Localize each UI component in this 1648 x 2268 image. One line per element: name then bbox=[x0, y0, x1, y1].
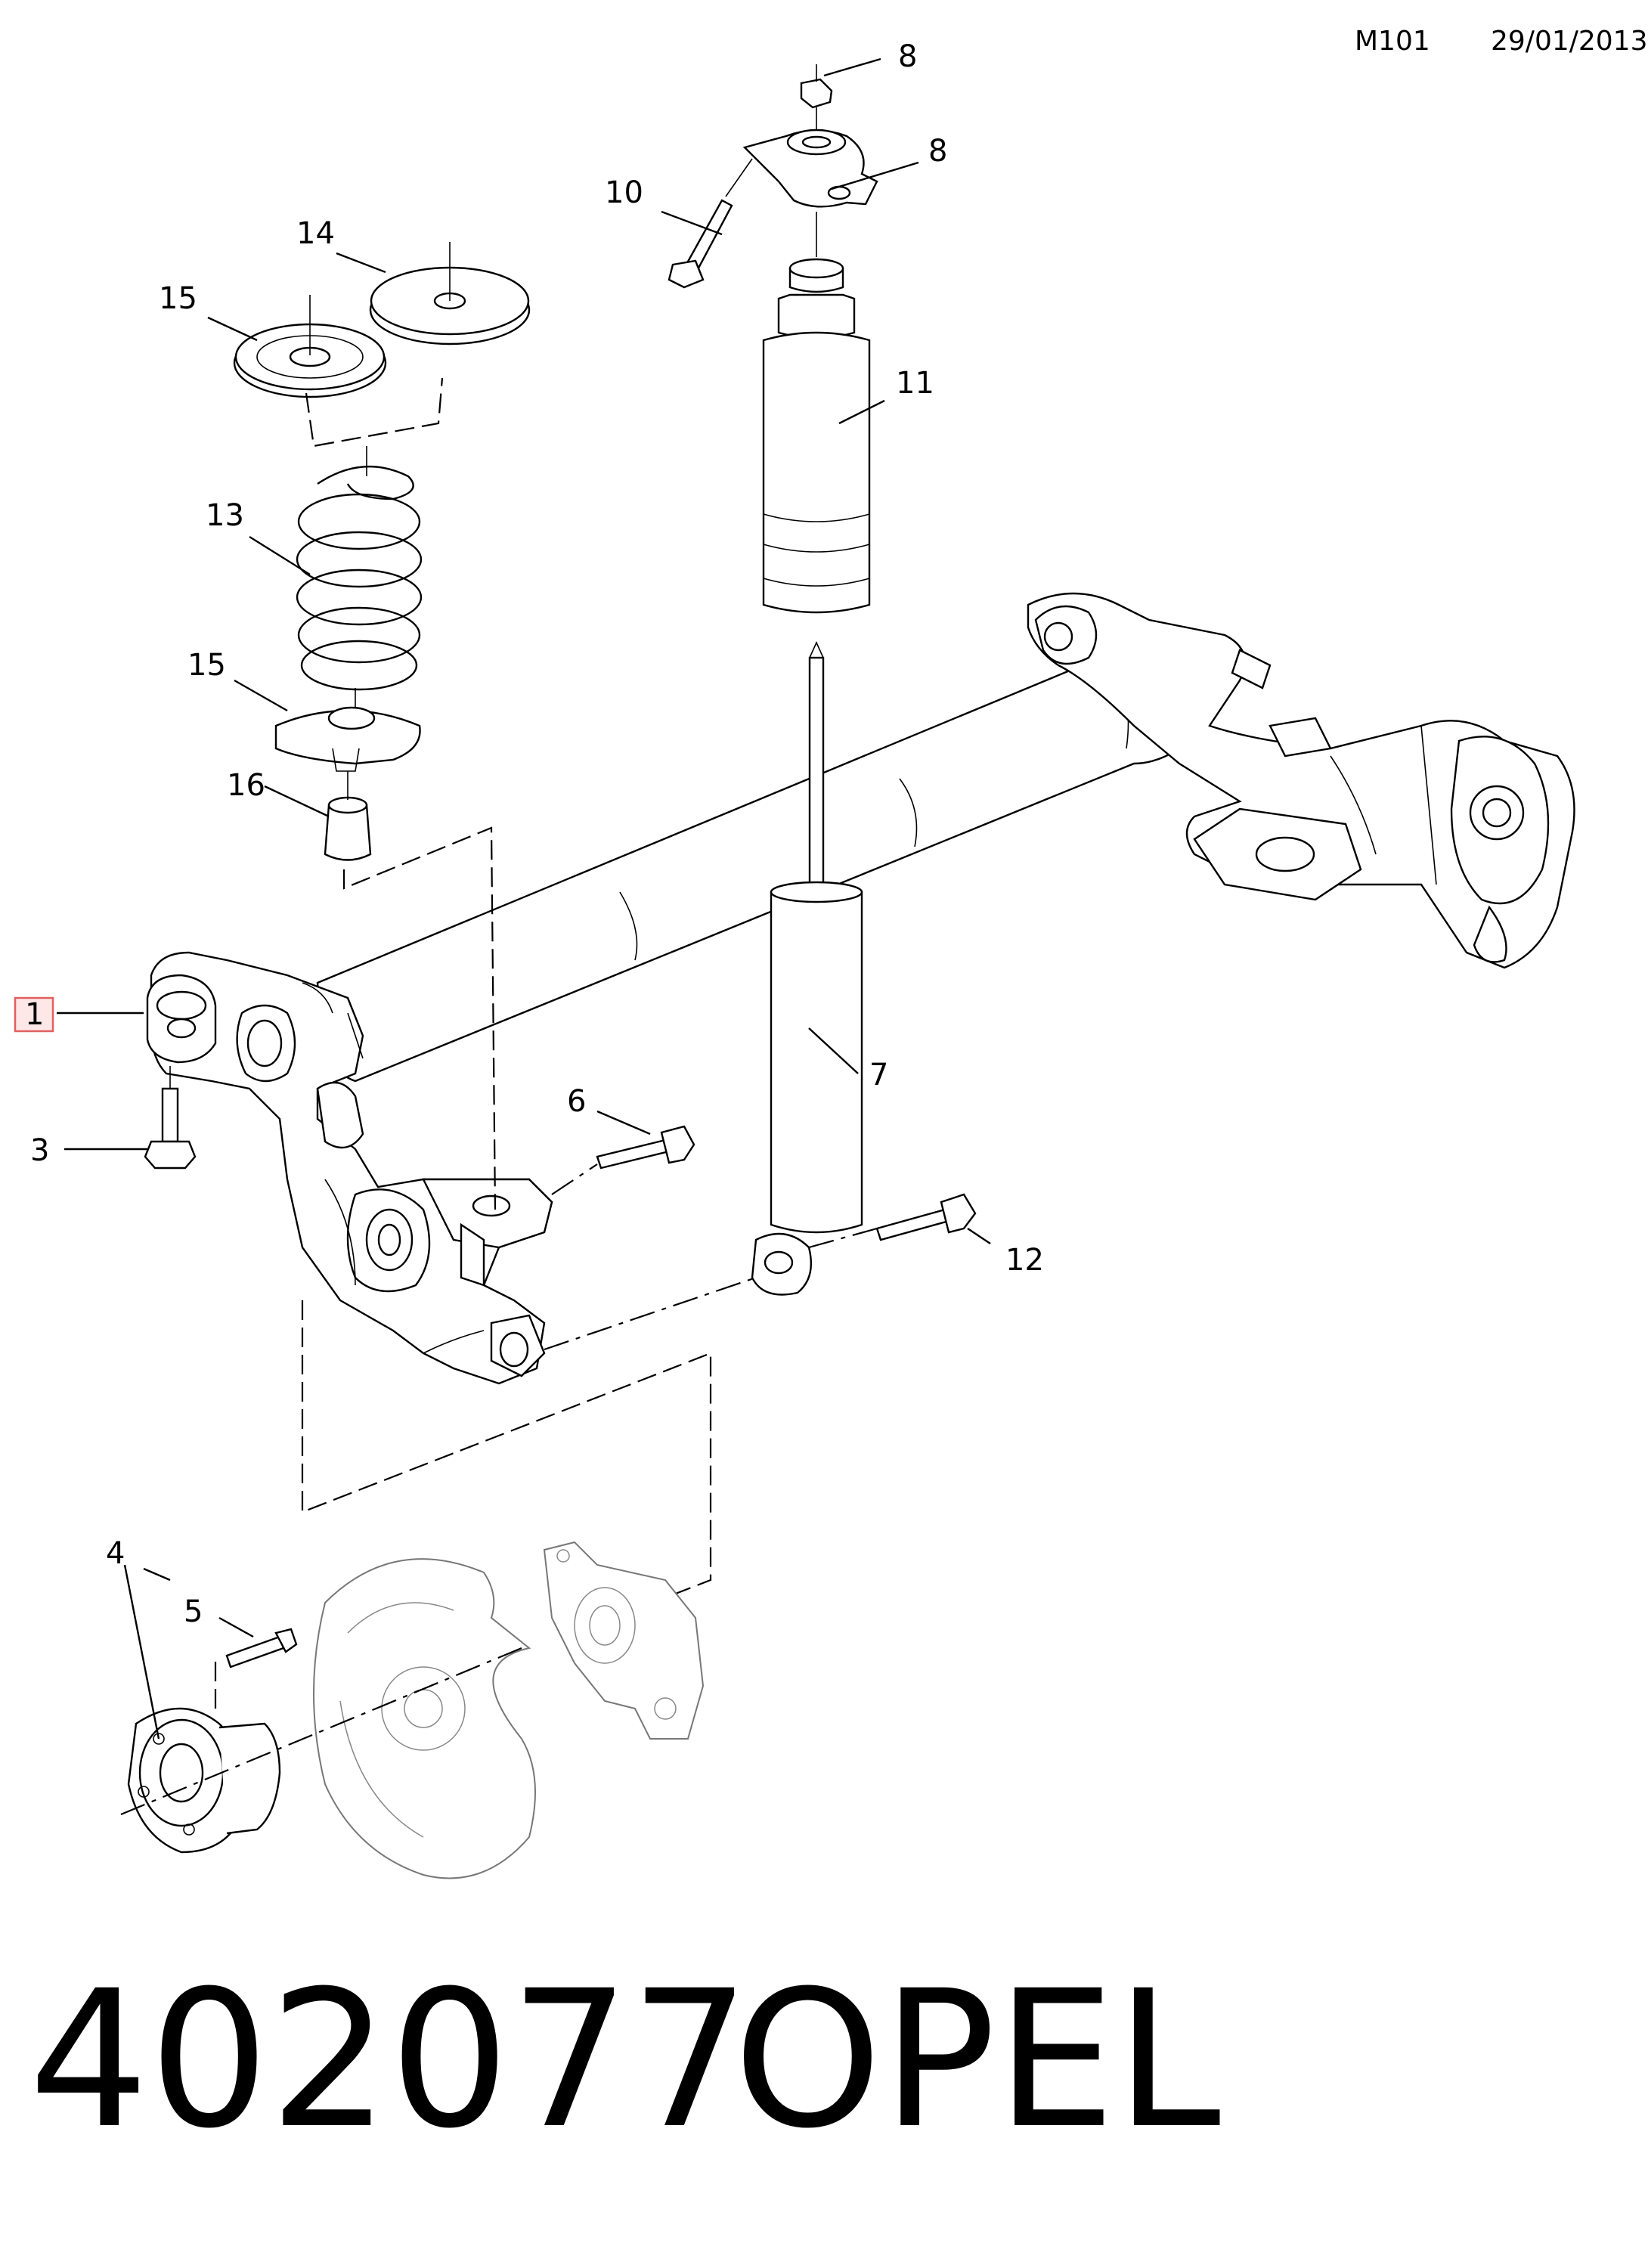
diagram-code: M101 bbox=[1355, 26, 1430, 57]
callout-6[interactable]: 6 bbox=[567, 1084, 586, 1119]
callout-16[interactable]: 16 bbox=[227, 768, 265, 803]
callout-15-upper[interactable]: 15 bbox=[159, 281, 197, 316]
callout-12[interactable]: 12 bbox=[1005, 1243, 1044, 1278]
callout-7[interactable]: 7 bbox=[869, 1058, 888, 1092]
hub-brake-assembly bbox=[120, 1300, 712, 1879]
spring-assembly bbox=[233, 242, 531, 1210]
callout-13[interactable]: 13 bbox=[206, 498, 244, 533]
callout-leaders bbox=[14, 57, 991, 1740]
callout-8[interactable]: 8 bbox=[928, 134, 947, 169]
callout-3[interactable]: 3 bbox=[30, 1133, 49, 1168]
callout-4[interactable]: 4 bbox=[106, 1536, 125, 1571]
callout-14[interactable]: 14 bbox=[296, 216, 335, 251]
callout-labels: 8 8 10 11 14 15 13 15 16 1 3 6 7 12 4 5 bbox=[25, 39, 1044, 1629]
callout-1[interactable]: 1 bbox=[25, 997, 44, 1032]
callout-15-lower[interactable]: 15 bbox=[187, 648, 226, 683]
callout-5[interactable]: 5 bbox=[184, 1594, 203, 1629]
brand-name: OPEL bbox=[733, 1950, 1221, 2170]
shock-absorber-assembly bbox=[144, 64, 977, 1351]
callout-9[interactable]: 8 bbox=[898, 39, 917, 74]
axle-beam bbox=[146, 592, 1575, 1385]
part-number: 402077 bbox=[29, 1950, 751, 2170]
callout-10[interactable]: 10 bbox=[605, 175, 643, 210]
callout-1-highlight bbox=[14, 996, 54, 1033]
callout-11[interactable]: 11 bbox=[896, 366, 934, 401]
diagram-date: 29/01/2013 bbox=[1491, 26, 1648, 57]
